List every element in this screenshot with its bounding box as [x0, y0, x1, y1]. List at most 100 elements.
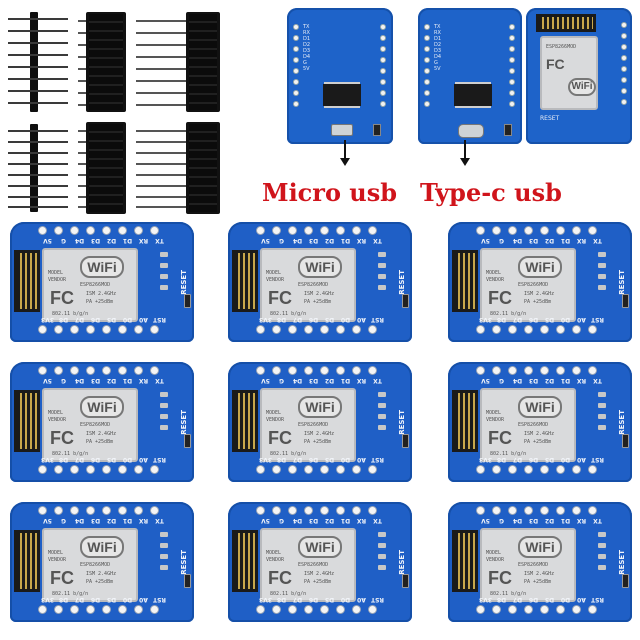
pin-hole — [508, 506, 517, 515]
pin-hole — [336, 465, 345, 474]
arrow-line — [344, 140, 346, 160]
pin-hole — [102, 465, 111, 474]
pin-label: RST — [590, 456, 605, 463]
pin-hole — [352, 325, 361, 334]
pin-label: RST — [370, 596, 385, 603]
female-pin-header — [86, 122, 126, 214]
pin-label: 3V3 — [259, 456, 272, 463]
pin-label: RX — [356, 377, 367, 384]
reset-button — [402, 434, 409, 448]
module-chip-text: ESP8266MOD — [80, 282, 111, 288]
pin-label: D2 — [106, 237, 117, 244]
pin-label: TX — [373, 517, 382, 524]
pin-hole — [572, 325, 581, 334]
pin-label: D3 — [308, 377, 319, 384]
pin-label: D2 — [544, 237, 555, 244]
pin-hole — [150, 465, 159, 474]
fc-logo: FC — [50, 428, 74, 448]
pin-row-left — [424, 24, 431, 112]
pin-label: D7 — [512, 456, 523, 463]
pin-row-bottom — [38, 605, 159, 614]
pin-label: TX — [593, 237, 602, 244]
pin-hole — [572, 465, 581, 474]
pcb-antenna — [14, 390, 40, 452]
pin-label: D8 — [496, 316, 507, 323]
pin-label: D0 — [122, 596, 133, 603]
reset-label: RESET — [180, 550, 188, 575]
reset-label: RESET — [398, 270, 406, 295]
pin-hole — [272, 506, 281, 515]
side-pads — [160, 252, 170, 296]
pin-hole — [476, 465, 485, 474]
pin-label: D6 — [308, 596, 319, 603]
wifi-module-shield: WiFi MODEL VENDOR ESP8266MOD FC ISM 2.4G… — [260, 528, 356, 602]
pin-hole — [288, 325, 297, 334]
pin-label: D5 — [324, 316, 335, 323]
pin-hole — [86, 506, 95, 515]
pin-label: D0 — [340, 456, 351, 463]
wifi-logo: WiFi — [518, 536, 562, 558]
pin-label: D3 — [90, 377, 101, 384]
pin-hole — [508, 226, 517, 235]
pin-hole — [368, 506, 377, 515]
pin-label: D5 — [324, 456, 335, 463]
reset-button — [504, 124, 512, 136]
pin-hole — [540, 226, 549, 235]
pcb-antenna — [232, 390, 258, 452]
pin-hole — [368, 366, 377, 375]
pcb-antenna — [452, 390, 478, 452]
pin-row-bottom — [38, 325, 159, 334]
usb-serial-chip — [454, 84, 492, 106]
pin-hole — [320, 226, 329, 235]
reset-label: RESET — [618, 410, 626, 435]
pin-hole — [336, 325, 345, 334]
pin-hole — [588, 366, 597, 375]
pin-label: D7 — [292, 596, 303, 603]
pin-label: TX — [155, 517, 164, 524]
module-model-text: MODEL — [48, 410, 64, 416]
pin-row-top — [476, 226, 597, 235]
pin-hole — [508, 465, 517, 474]
wifi-module-shield: WiFi MODEL VENDOR ESP8266MOD FC ISM 2.4G… — [480, 388, 576, 462]
module-ism-text: ISM 2.4GHz — [304, 571, 335, 577]
pin-hole — [70, 465, 79, 474]
type-c-usb-port — [458, 124, 484, 138]
pin-hole — [476, 226, 485, 235]
pin-hole — [336, 506, 345, 515]
module-chip-text: ESP8266MOD — [546, 44, 577, 50]
pin-hole — [102, 366, 111, 375]
pin-hole — [492, 506, 501, 515]
module-model-text: MODEL — [48, 550, 64, 556]
reset-button — [402, 294, 409, 308]
pin-hole — [256, 226, 265, 235]
pin-hole — [54, 605, 63, 614]
pin-hole — [150, 226, 159, 235]
pin-label: 3V3 — [479, 456, 492, 463]
reset-button — [622, 294, 629, 308]
pin-row-bottom — [256, 325, 377, 334]
pin-label: RST — [152, 596, 167, 603]
pin-hole — [540, 605, 549, 614]
pin-label: D6 — [528, 456, 539, 463]
pin-label: G — [61, 237, 66, 244]
wifi-module-shield: WiFi MODEL VENDOR ESP8266MOD FC ISM 2.4G… — [260, 388, 356, 462]
module-std-text: 802.11 b/g/n — [270, 311, 307, 317]
fc-logo: FC — [268, 428, 292, 448]
pin-label: RX — [576, 237, 587, 244]
pin-hole — [508, 605, 517, 614]
reset-button — [184, 574, 191, 588]
reset-label: RESET — [398, 410, 406, 435]
pin-label: 3V3 — [479, 316, 492, 323]
pin-label: D0 — [122, 316, 133, 323]
pin-label: RX — [138, 377, 149, 384]
pin-label: TX — [373, 377, 382, 384]
